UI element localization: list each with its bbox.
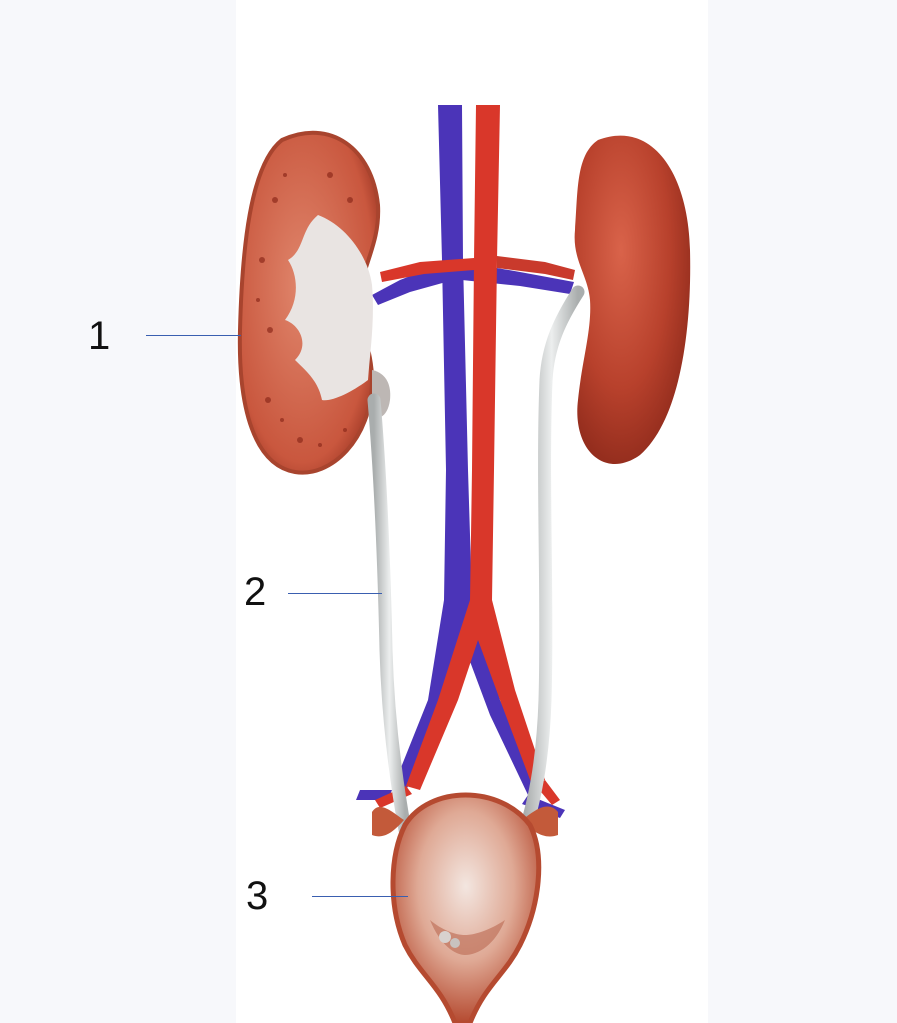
leader-line-2 bbox=[288, 593, 382, 594]
label-3: 3 bbox=[246, 876, 268, 916]
right-kidney bbox=[575, 136, 691, 464]
label-2: 2 bbox=[244, 572, 266, 612]
label-1: 1 bbox=[88, 316, 110, 356]
leader-line-3 bbox=[312, 896, 408, 897]
leader-line-1 bbox=[146, 335, 241, 336]
left-kidney-section bbox=[240, 133, 390, 473]
